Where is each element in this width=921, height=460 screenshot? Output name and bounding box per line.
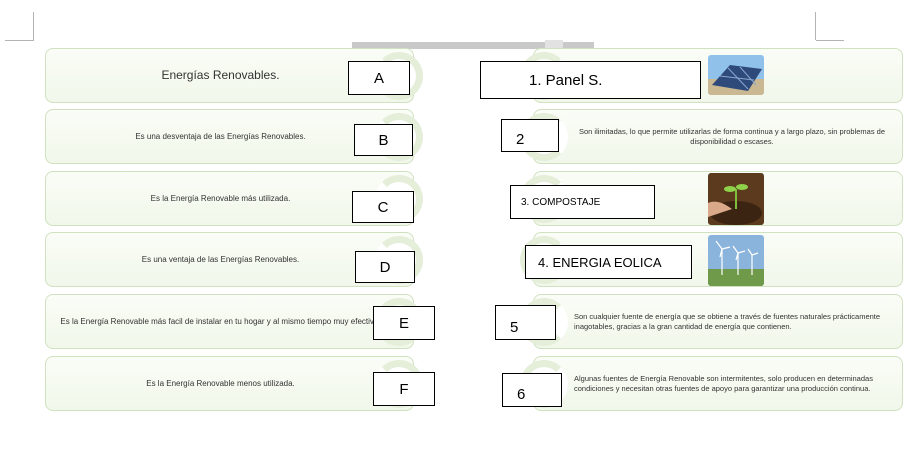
left-card-4[interactable]: Es una ventaja de las Energías Renovable… (45, 232, 423, 287)
right-card-5[interactable]: Son cualquier fuente de energía que se o… (520, 294, 903, 349)
left-card-text: Es la Energía Renovable más utilizada. (150, 194, 291, 203)
crop-mark-top-right-h (816, 40, 844, 41)
right-card-text: Algunas fuentes de Energía Renovable son… (574, 373, 873, 393)
answer-box-5[interactable]: 5 (495, 305, 556, 340)
answer-box-d[interactable]: D (355, 251, 415, 283)
answer-box-4[interactable]: 4. ENERGIA EOLICA (525, 245, 692, 279)
crop-mark-top-left (33, 12, 34, 40)
answer-box-1[interactable]: 1. Panel S. (480, 61, 701, 99)
right-card-2[interactable]: Son ilimitadas, lo que permite utilizarl… (520, 109, 903, 164)
left-card-6[interactable]: Es la Energía Renovable menos utilizada. (45, 356, 423, 411)
left-card-2[interactable]: Es una desventaja de las Energías Renova… (45, 109, 423, 164)
compost-seedling-image (708, 173, 764, 225)
answer-box-b[interactable]: B (354, 124, 413, 156)
scroll-handle[interactable] (545, 40, 563, 49)
crop-mark-top-right (815, 12, 816, 40)
left-card-text: Es la Energía Renovable menos utilizada. (146, 379, 295, 388)
left-card-text: Energías Renovables. (161, 68, 280, 82)
answer-box-2[interactable]: 2 (501, 119, 559, 152)
wind-turbines-image (708, 235, 764, 286)
crop-mark-top-left-h (5, 40, 34, 41)
right-card-text: Son cualquier fuente de energía que se o… (574, 311, 881, 331)
answer-box-3[interactable]: 3. COMPOSTAJE (510, 185, 655, 219)
left-card-text: Es la Energía Renovable más facil de ins… (60, 317, 381, 326)
answer-box-f[interactable]: F (373, 372, 435, 406)
answer-box-a[interactable]: A (348, 61, 410, 95)
left-card-5[interactable]: Es la Energía Renovable más facil de ins… (45, 294, 423, 349)
left-card-text: Es una ventaja de las Energías Renovable… (141, 255, 300, 264)
answer-box-6[interactable]: 6 (502, 373, 562, 407)
scroll-bar[interactable] (352, 42, 594, 49)
answer-box-e[interactable]: E (373, 306, 435, 340)
right-card-6[interactable]: Algunas fuentes de Energía Renovable son… (520, 356, 903, 411)
solar-panel-image (708, 55, 764, 95)
left-card-text: Es una desventaja de las Energías Renova… (135, 132, 306, 141)
right-card-text: Son ilimitadas, lo que permite utilizarl… (579, 126, 885, 146)
answer-box-c[interactable]: C (352, 191, 414, 223)
